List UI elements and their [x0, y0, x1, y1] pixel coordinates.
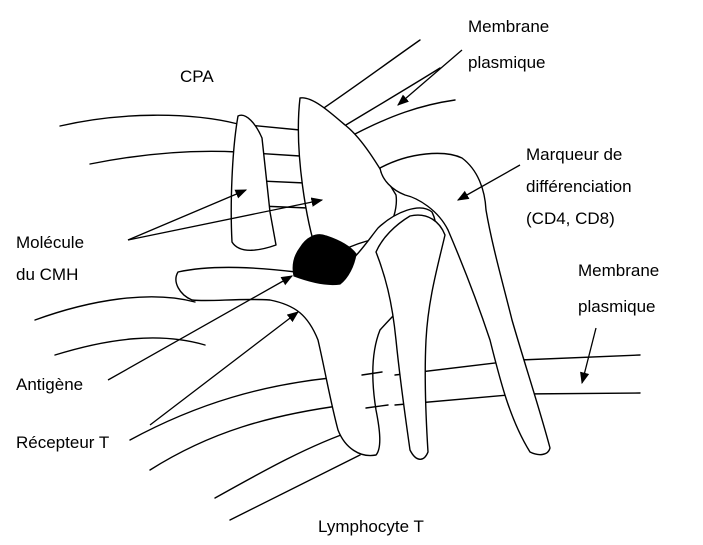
arrow-recepteur — [150, 312, 298, 425]
label-recepteur: Récepteur T — [16, 433, 109, 452]
label-membrane-right-1: Membrane — [578, 261, 659, 280]
label-marqueur-2: différenciation — [526, 177, 632, 196]
lymphocyte-membrane — [35, 297, 360, 520]
label-marqueur-1: Marqueur de — [526, 145, 622, 164]
label-molecule-2: du CMH — [16, 265, 78, 284]
label-membrane-right-2: plasmique — [578, 297, 656, 316]
label-antigene: Antigène — [16, 375, 83, 394]
label-molecule-1: Molécule — [16, 233, 84, 252]
arrow-membrane-top — [398, 50, 462, 105]
arrow-molecule-2 — [128, 200, 322, 240]
label-marqueur-3: (CD4, CD8) — [526, 209, 615, 228]
arrow-molecule-1 — [128, 190, 246, 240]
label-membrane-top-1: Membrane — [468, 17, 549, 36]
label-membrane-top-2: plasmique — [468, 53, 546, 72]
label-cpa: CPA — [180, 67, 214, 86]
arrow-membrane-right — [582, 328, 596, 383]
label-lymphocyte: Lymphocyte T — [318, 517, 424, 536]
